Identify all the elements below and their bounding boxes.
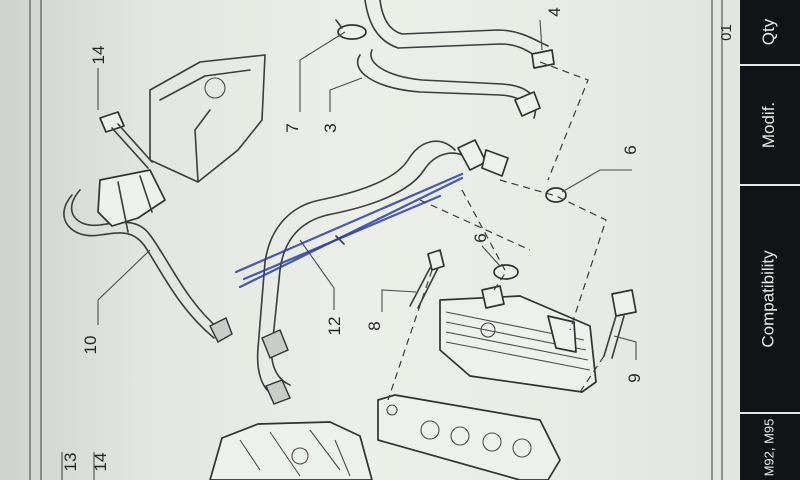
assembly-dashed-lines: [387, 61, 607, 401]
table-divider-3: [738, 412, 800, 414]
table-divider-2: [738, 184, 800, 186]
callout-12: 12: [325, 317, 344, 336]
transmission-housing: [209, 421, 373, 480]
callout-9: 9: [625, 373, 644, 382]
qty-header-cell: Qty: [738, 0, 800, 64]
callout-6-center: 6: [471, 233, 490, 242]
callout-10: 10: [81, 336, 100, 355]
qty-value: 01: [717, 23, 735, 41]
callout-14-top: 14: [89, 46, 108, 65]
qty-value-cell: 01: [716, 0, 736, 64]
bolt-9: [603, 289, 637, 359]
gasket-plate: [377, 394, 561, 480]
parts-info-table: Qty Modif. Compatibility M92, M95: [738, 0, 800, 480]
bolt-8: [409, 249, 445, 309]
oil-cooler: [439, 285, 597, 393]
hose-10: [63, 169, 233, 343]
callout-8: 8: [365, 321, 384, 330]
clamp-6-center: [493, 264, 519, 280]
qty-header: Qty: [758, 18, 778, 46]
callout-7: 7: [283, 123, 302, 132]
compatibility-value: M92, M95: [761, 418, 777, 476]
compatibility-header: Compatibility: [759, 250, 778, 348]
callout-6-right: 6: [621, 145, 640, 154]
table-divider-1: [738, 64, 800, 66]
modif-header: Modif.: [758, 101, 778, 149]
bolt-14: [99, 111, 153, 169]
callout-3: 3: [321, 123, 340, 132]
callout-4: 4: [545, 7, 564, 16]
pipe-3: [356, 0, 555, 119]
callout-13-bottom: 13: [61, 453, 80, 472]
callout-14-bottom: 14: [91, 453, 110, 472]
pen-annotation: [234, 172, 464, 289]
compatibility-value-cell: M92, M95: [738, 414, 800, 480]
mounting-bracket: [149, 54, 266, 183]
leader-lines: [61, 19, 637, 480]
page-border: [29, 0, 723, 480]
table-divider-left: [738, 0, 740, 480]
pipe-12: [256, 139, 509, 405]
compatibility-header-cell: Compatibility: [738, 186, 800, 412]
modif-header-cell: Modif.: [738, 66, 800, 184]
clamp-7: [335, 19, 367, 40]
